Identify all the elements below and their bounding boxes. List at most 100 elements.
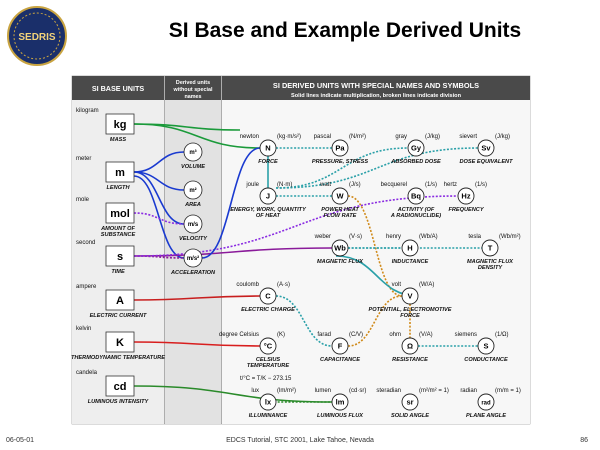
special-unit-name: henry xyxy=(386,234,401,240)
base-unit-box xyxy=(105,161,135,183)
special-unit-definition: (N/m²) xyxy=(349,134,366,140)
base-unit-name: kelvin xyxy=(76,326,91,332)
base-unit-quantity: ELECTRIC CURRENT xyxy=(90,313,147,319)
special-unit-definition: (Wb/A) xyxy=(419,234,438,240)
special-unit-symbol: Gy xyxy=(411,144,422,153)
special-unit-symbol: H xyxy=(407,244,412,253)
special-unit-circle xyxy=(407,187,425,205)
special-unit-circle xyxy=(259,337,277,355)
special-unit-quantity: CELSIUS xyxy=(256,357,281,363)
base-unit-symbol: m xyxy=(115,167,125,179)
special-unit-circle xyxy=(477,337,495,355)
derived-unit-circle xyxy=(183,248,203,268)
connection-line xyxy=(133,295,261,301)
derived-unit-circle xyxy=(183,180,203,200)
base-unit-symbol: cd xyxy=(114,381,127,393)
special-unit-quantity: CONDUCTANCE xyxy=(464,357,508,363)
special-unit-quantity: INDUCTANCE xyxy=(392,259,429,265)
special-unit-circle xyxy=(259,393,277,411)
special-unit-circle xyxy=(401,239,419,257)
special-unit-quantity: OF HEAT xyxy=(256,213,281,219)
header-special xyxy=(222,76,530,100)
slide-title: SI Base and Example Derived Units xyxy=(168,19,522,42)
derived-unit-area: m² AREA xyxy=(183,180,203,208)
special-unit-definition: (cd·sr) xyxy=(349,388,366,394)
special-unit-name: sievert xyxy=(459,134,477,140)
header-base xyxy=(72,76,164,100)
derived-unit-symbol: m/s² xyxy=(187,255,199,262)
header-special-sub: Solid lines indicate multiplication, bro… xyxy=(291,93,462,99)
base-unit-box xyxy=(105,245,135,267)
connection-line xyxy=(133,341,261,347)
special-unit-symbol: W xyxy=(336,192,344,201)
special-unit-quantity: FORCE xyxy=(258,159,278,165)
special-unit-name: farad xyxy=(317,332,331,338)
footer-date: 06-05-01 xyxy=(6,437,35,444)
derived-unit-symbol: m/s xyxy=(188,222,199,228)
special-unit-symbol: Sv xyxy=(481,144,491,153)
special-unit-name: siemens xyxy=(455,332,477,338)
header-base-text: SI BASE UNITS xyxy=(92,84,145,93)
connection-line xyxy=(347,195,403,297)
special-unit-circle xyxy=(331,139,349,157)
special-unit-definition: (m²/m² = 1) xyxy=(419,388,449,394)
derived-unit-symbol: m² xyxy=(189,187,196,194)
special-unit-circle xyxy=(331,239,349,257)
special-unit-circle xyxy=(259,139,277,157)
special-unit-circle xyxy=(401,393,419,411)
special-unit-symbol: lm xyxy=(336,398,345,407)
special-unit-definition: (kg·m/s²) xyxy=(277,134,301,140)
special-unit-circle xyxy=(477,393,495,411)
special-unit-circle xyxy=(407,139,425,157)
base-unit-quantity: SUBSTANCE xyxy=(101,232,136,238)
base-unit-quantity: LUMINOUS INTENSITY xyxy=(88,399,150,405)
special-unit-definition: (1/s) xyxy=(425,182,437,188)
derived-unit-quantity: AREA xyxy=(184,202,201,208)
base-unit-quantity: MASS xyxy=(110,137,126,143)
base-unit-box xyxy=(105,113,135,135)
special-unit-henry: henry (Wb/A) H INDUCTANCE xyxy=(386,234,438,265)
special-unit-quantity: POWER HEAT xyxy=(321,207,359,213)
special-unit-name: steradian xyxy=(376,388,401,394)
special-unit-symbol: °C xyxy=(264,342,273,351)
special-unit-quantity: MAGNETIC FLUX xyxy=(317,259,364,265)
base-unit-name: kilogram xyxy=(76,108,99,114)
derived-unit-circle xyxy=(183,142,203,162)
special-unit-name: hertz xyxy=(444,182,457,188)
special-unit-name: joule xyxy=(245,182,259,188)
derived-unit-quantity: VOLUME xyxy=(181,164,205,170)
special-unit-definition: (m/m = 1) xyxy=(495,388,521,394)
special-unit-name: pascal xyxy=(314,134,331,140)
derived-unit-quantity: VELOCITY xyxy=(179,236,208,242)
special-unit-quantity: ACTIVITY (OF xyxy=(397,207,435,213)
special-unit-symbol: S xyxy=(483,342,488,351)
special-unit-circle xyxy=(401,287,419,305)
special-unit-circle xyxy=(477,139,495,157)
base-unit-name: mole xyxy=(76,197,90,203)
special-unit-quantity: ABSORBED DOSE xyxy=(390,159,441,165)
base-unit-name: second xyxy=(76,240,95,246)
special-unit-quantity: DENSITY xyxy=(478,265,504,271)
special-unit-definition: (A·s) xyxy=(277,282,290,288)
base-unit-symbol: K xyxy=(116,337,124,349)
connection-lines xyxy=(133,123,482,403)
derived-units: m³VOLUMEm²AREAm/sVELOCITYm/s²ACCELERATIO… xyxy=(170,142,216,276)
base-unit-box xyxy=(105,289,135,311)
special-unit-circle xyxy=(331,337,349,355)
base-unit-box xyxy=(105,202,135,224)
special-unit-quantity: CAPACITANCE xyxy=(320,357,360,363)
